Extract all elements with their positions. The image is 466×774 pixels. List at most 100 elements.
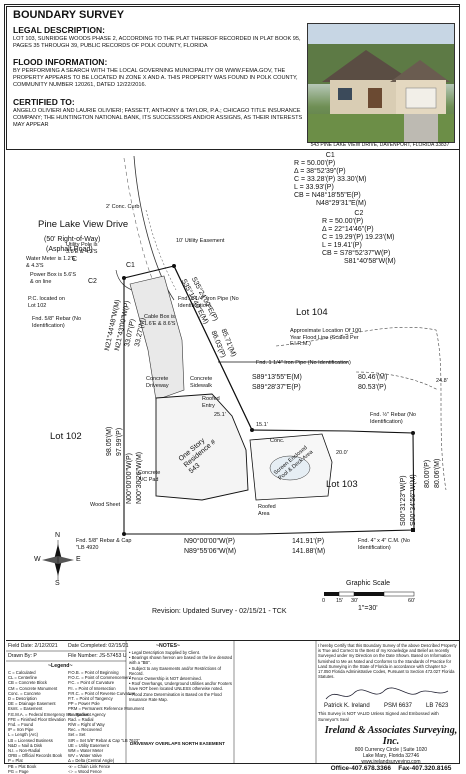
legend-item: N&D = Nail & Disk: [8, 742, 43, 748]
legend-item: CM = Concrete Monument: [8, 685, 58, 691]
firm-name: Ireland & Associates Surveying, Inc.: [324, 725, 458, 747]
dim-25: 25.1': [214, 412, 226, 418]
dist-141-m: 141.88'(M): [292, 548, 326, 555]
utility-easement-label: 10' Utility Easement: [176, 238, 225, 244]
firm-phones: Office-407.678.3366 Fax-407.320.8165: [322, 765, 460, 772]
firm-block: Ireland & Associates Surveying, Inc. 800…: [322, 725, 460, 772]
note-item: • Flood Zone Determination is Based on t…: [129, 691, 222, 702]
brg-s89-m: S89°13'55"E(M): [252, 374, 302, 381]
road-surface: (Asphalt Road): [46, 246, 93, 253]
fnd-rebar-bl-label: Fnd. 5/8" Rebar & Cap "LB 4920: [76, 538, 132, 551]
notes-list: • Legal Description Supplied by Client. •…: [129, 650, 233, 702]
legend-item: Rad. = Radial: [68, 716, 94, 722]
legend-item: R = Radius: [68, 711, 89, 717]
legend-item: Rec. = Recovered: [68, 727, 102, 733]
dist-97: 97.99'(P): [116, 427, 123, 456]
dist-80-p: 80.53'(P): [358, 384, 387, 391]
dim-15: 15.1': [256, 422, 268, 428]
legend-item: -x- = Chain Link Fence: [68, 763, 111, 769]
graphic-scale-bar: [324, 591, 415, 597]
curve-c2-name: C2: [354, 210, 364, 217]
graphic-scale-label: Graphic Scale: [346, 580, 390, 587]
curve-c1-cb-m: N48°29'31"E(M): [316, 200, 367, 207]
legend-item: WV = Water Valve: [68, 753, 102, 759]
north-s: S: [55, 580, 60, 587]
survey-title: BOUNDARY SURVEY: [13, 9, 125, 21]
dist-98: 98.05'(M): [106, 426, 113, 456]
legend-item: WM = Water Meter: [68, 748, 104, 754]
not-valid-note: This Survey is NOT VALID Unless Signed a…: [318, 711, 439, 722]
curve-c1-delta: Δ = 38°52'39"(P): [294, 168, 346, 175]
legend-item: LB = Licensed Business: [8, 737, 53, 743]
east-line-s35: [173, 265, 253, 431]
north-n: N: [55, 532, 61, 539]
curve-c2-delta: Δ = 22°14'46"(P): [322, 226, 374, 233]
dist-80-m: 80.46'(M): [358, 374, 388, 381]
legend-item: Fnd. = Found: [8, 722, 34, 728]
legend-item: C = Calculated: [8, 670, 36, 675]
legend-item: P = Plat: [8, 758, 23, 764]
legend-item: PB = Plat Book: [8, 763, 37, 769]
lb-number: LB 7623: [426, 703, 449, 709]
curve-c1-name: C1: [325, 152, 335, 159]
note-item: • Subject to any Easements and/or Restri…: [129, 665, 222, 676]
plan-drawing: [42, 155, 447, 597]
monument-pc: [122, 276, 126, 280]
roofed-entry-label: Roofed Entry: [202, 396, 220, 409]
monument-ne-corner: [411, 431, 415, 435]
power-box-label: Power Box is 5.6'S & on line: [30, 272, 76, 285]
brg-s89-p: S89°28'37"E(P): [252, 384, 301, 391]
firm-city: Lake Mary, Florida 32746: [362, 753, 420, 759]
curve-c1-c: C = 33.28'(P) 33.30'(M): [294, 176, 367, 183]
dim-24: 24.8': [436, 378, 448, 384]
brg-n00-p: N00°00'00"W(P): [126, 453, 133, 504]
curve-c2-cb: CB = S78°52'37"W(P): [322, 250, 391, 257]
survey-plan: Pine Lake View Drive (50' Right-of-Way) …: [6, 150, 460, 628]
legend-item: CB = Concrete Block: [8, 680, 47, 686]
certified-heading: CERTIFIED TO:: [13, 97, 75, 107]
property-photo: [307, 23, 455, 143]
legend-item: R/W = Right of Way: [68, 722, 105, 728]
surveyor-signature: [322, 685, 452, 705]
legend-item: CL = Centerline: [8, 675, 38, 681]
scale-15: 15': [336, 598, 344, 604]
legend-item: Set = Set: [68, 732, 86, 738]
scale-0: 0: [322, 598, 326, 604]
curve-c1-cb: CB = N48°18'55"E(P): [294, 192, 361, 199]
pool-shape: [269, 455, 311, 481]
fnd-pipe-1-label: Fnd. 1 1/4" Iron Pipe (No Identification…: [178, 296, 239, 309]
note-item: • Legal Description Supplied by Client.: [129, 650, 201, 655]
firm-web[interactable]: www.irelandsurveying.com: [361, 759, 421, 765]
c2-label: C2: [88, 278, 97, 285]
brg-n89: N89°55'06"W(M): [184, 548, 237, 555]
curve-c2-l: L = 19.41'(P): [322, 242, 362, 249]
legend-item: P.I. = Point of Intersection: [68, 685, 116, 691]
monument-ne: [172, 264, 176, 268]
curb-label: 2' Conc. Curb: [106, 204, 140, 210]
brg-s00-p: S00°31'23"W(P): [400, 475, 407, 526]
water-meter-label: Water Meter is 1.2'E & 4.3'S: [26, 256, 76, 269]
curve-c2-c: C = 19.29'(P) 19.23'(M): [322, 234, 395, 241]
legend-item: P.O.C. = Point of Commencement: [68, 675, 131, 681]
road-centerline: [123, 157, 159, 293]
footer-grid: [6, 641, 317, 763]
north-arrow: [42, 540, 74, 580]
surveyor-name: Patrick K. Ireland: [324, 703, 370, 709]
curve-c1-r: R = 50.00'(P): [294, 160, 336, 167]
legend-item: F.E.M.A. = Federal Emergency Management …: [8, 711, 106, 717]
legend-item: Δ = Delta (Central Angle): [68, 758, 115, 764]
concrete-sidewalk-label: Concrete Sidewalk: [190, 376, 213, 389]
house-photo-image: [308, 24, 454, 142]
overlap-note: DRIVEWAY OVERLAPS NORTH EASEMENT: [130, 741, 225, 746]
office-phone: Office-407.678.3366: [330, 765, 391, 772]
certification-text: I hereby Certify that this Boundary Surv…: [318, 643, 457, 680]
legend-item: Conc. = Concrete: [8, 690, 41, 696]
psm-number: PSM 6637: [384, 703, 413, 709]
legend-item: IP = Iron Pipe: [8, 727, 34, 733]
fax-phone: Fax-407.320.8165: [398, 765, 452, 772]
legend-item: N.I. = Non-Radial: [8, 748, 41, 754]
pc-label: P.C. located on Lot 102: [28, 296, 65, 309]
utility-pole-label: Utility Pole is 3.8'E & 4.3'S: [66, 242, 98, 255]
flood-heading: FLOOD INFORMATION:: [13, 57, 108, 67]
